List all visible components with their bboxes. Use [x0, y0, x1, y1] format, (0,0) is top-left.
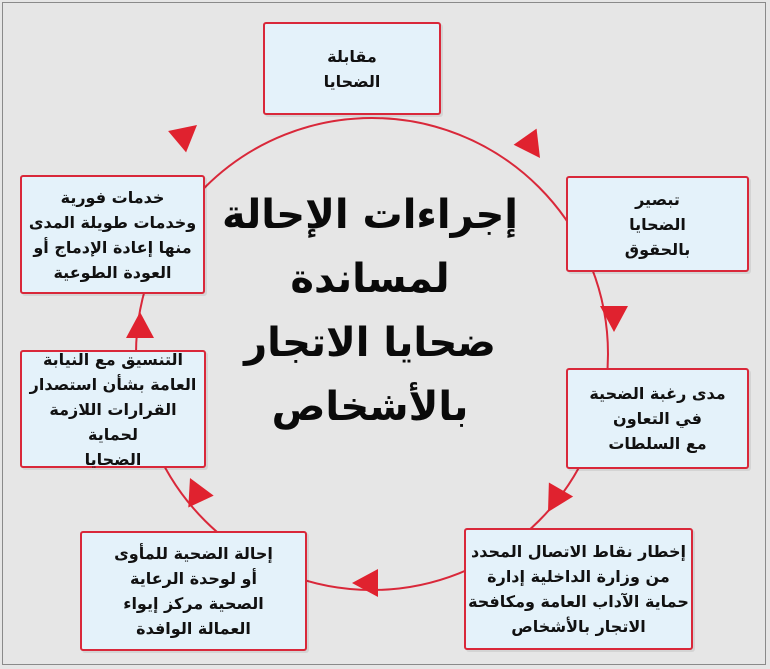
arrow-to-rights-awareness-icon — [513, 128, 540, 158]
step-box-services: خدمات فورية وخدمات طويلة المدى منها إعاد… — [20, 175, 205, 294]
step-box-shelter-referral: إحالة الضحية للمأوى أو لوحدة الرعاية الص… — [80, 531, 307, 651]
arrow-to-interview-icon — [168, 125, 197, 153]
step-box-victim-interview: مقابلة الضحايا — [263, 22, 441, 115]
step-label-victim-interview: مقابلة الضحايا — [323, 46, 381, 91]
arrow-to-notify-icon — [548, 482, 574, 512]
arrow-to-prosecution-icon — [188, 478, 214, 508]
arrow-to-shelter-icon — [352, 569, 378, 597]
arrow-to-cooperation-icon — [600, 306, 628, 332]
step-box-cooperation-willingness: مدى رغبة الضحية في التعاون مع السلطات — [566, 368, 749, 469]
step-box-prosecution-coordination: التنسيق مع النيابة العامة بشأن استصدار ا… — [20, 350, 206, 469]
step-label-notify-contact-points: إخطار نقاط الاتصال المحدد من وزارة الداخ… — [468, 542, 689, 636]
step-box-rights-awareness: تبصير الضحايا بالحقوق — [566, 176, 749, 272]
step-label-services: خدمات فورية وخدمات طويلة المدى منها إعاد… — [28, 187, 197, 282]
step-label-prosecution-coordination: التنسيق مع النيابة العامة بشأن استصدار ا… — [29, 349, 197, 469]
step-label-shelter-referral: إحالة الضحية للمأوى أو لوحدة الرعاية الص… — [114, 544, 273, 638]
diagram-title: إجراءات الإحالة لمساندة ضحايا الاتجار با… — [221, 192, 519, 430]
step-label-cooperation-willingness: مدى رغبة الضحية في التعاون مع السلطات — [589, 384, 726, 453]
step-label-rights-awareness: تبصير الضحايا بالحقوق — [624, 189, 691, 259]
step-box-notify-contact-points: إخطار نقاط الاتصال المحدد من وزارة الداخ… — [464, 528, 693, 650]
arrow-to-services-icon — [126, 312, 154, 338]
